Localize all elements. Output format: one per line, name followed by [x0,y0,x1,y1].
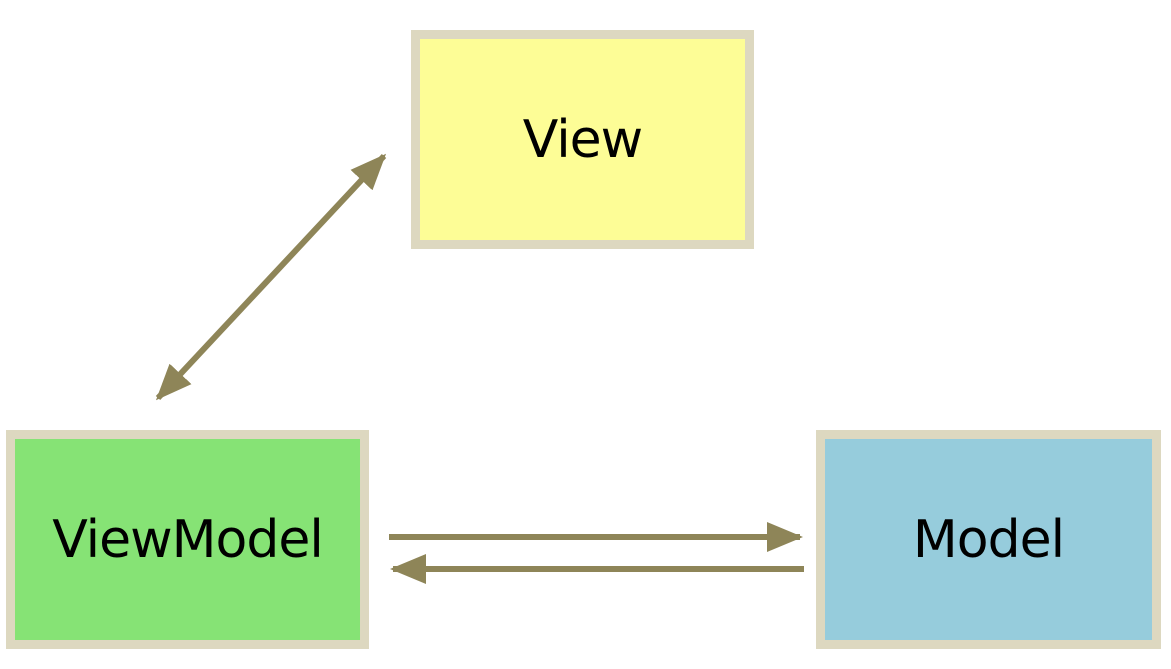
model-box: Model [816,430,1161,649]
view-box: View [411,30,754,249]
viewmodel-box: ViewModel [6,430,369,649]
model-label: Model [912,509,1065,570]
viewmodel-label: ViewModel [52,509,324,570]
viewmodel-view-bidirectional-arrow [155,153,387,401]
view-label: View [522,109,643,170]
